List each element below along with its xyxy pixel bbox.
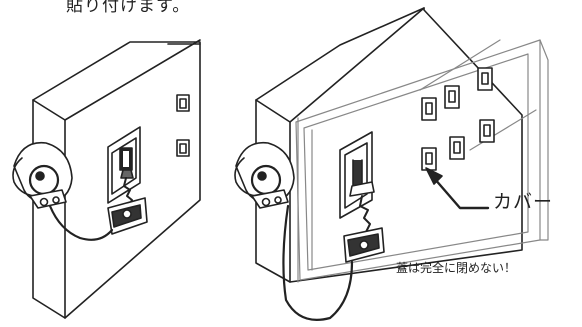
right-windows	[421, 67, 495, 171]
cover-arrow	[425, 167, 490, 210]
right-camera	[234, 141, 295, 209]
right-outlet-box	[339, 131, 375, 233]
right-wall-diagram	[234, 7, 549, 321]
lid-note: 蓋は完全に閉めない！	[396, 261, 517, 275]
left-outlet-box	[107, 126, 141, 207]
left-camera	[12, 141, 73, 209]
left-wall-diagram	[12, 39, 201, 319]
left-windows	[176, 94, 190, 157]
top-caption: 貼り付けます。	[66, 0, 191, 16]
left-clamp	[107, 197, 148, 235]
cover-label: カバー	[493, 191, 554, 213]
transparent-cover	[295, 39, 549, 283]
right-clamp	[343, 227, 385, 263]
